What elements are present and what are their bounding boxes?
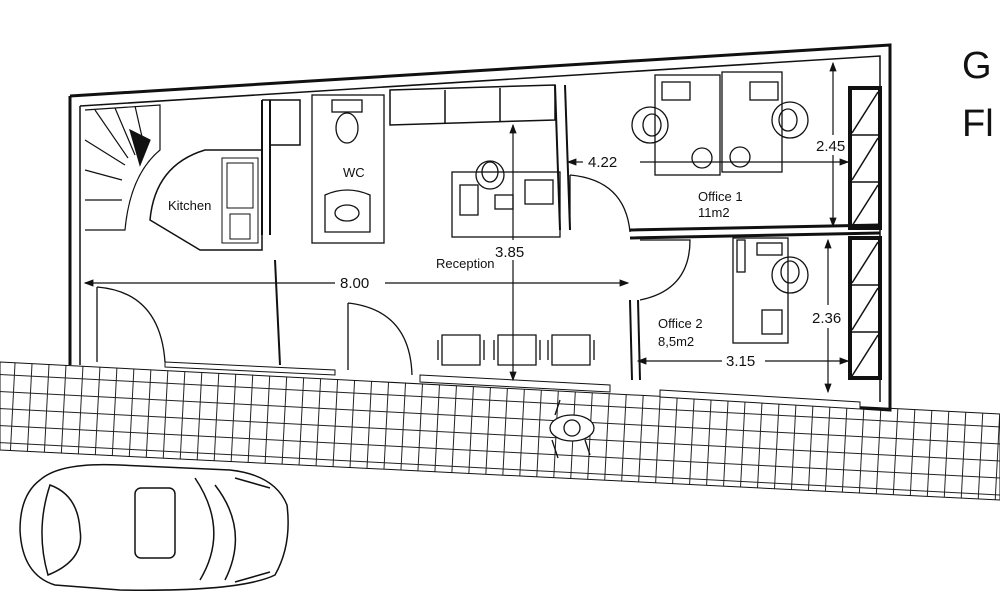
staircase: [84, 104, 161, 231]
office1-desks: [631, 71, 809, 176]
plan-title-line1: G: [962, 45, 992, 87]
room-label-kitchen: Kitchen: [168, 198, 211, 213]
dimension-office2-depth: 2.36: [812, 310, 841, 327]
dimension-total-length: 8.00: [340, 275, 369, 292]
dimension-lines: [83, 61, 850, 394]
waiting-chairs: [437, 334, 595, 366]
plan-title-line2: Fl: [962, 103, 994, 145]
room-label-wc: WC: [343, 165, 365, 180]
kitchen-counter: [149, 149, 263, 251]
room-label-reception: Reception: [436, 256, 495, 271]
office2-desk: [732, 237, 809, 344]
room-label-office2: Office 2: [658, 316, 703, 331]
car: [19, 463, 289, 591]
person-figure: [549, 399, 595, 459]
dimension-office1-width: 4.22: [588, 154, 617, 171]
room-area-office2: 8,5m2: [658, 334, 694, 349]
room-label-office1: Office 1: [698, 189, 743, 204]
dimension-reception-depth: 3.85: [495, 244, 524, 261]
dimension-office2-width: 3.15: [726, 353, 755, 370]
doors: [96, 174, 691, 376]
room-area-office1: 11m2: [698, 205, 730, 220]
building-walls: [68, 43, 892, 412]
reception-desk: [451, 160, 561, 238]
dimension-office1-depth: 2.45: [816, 138, 845, 155]
wc-fixtures: [311, 94, 385, 244]
